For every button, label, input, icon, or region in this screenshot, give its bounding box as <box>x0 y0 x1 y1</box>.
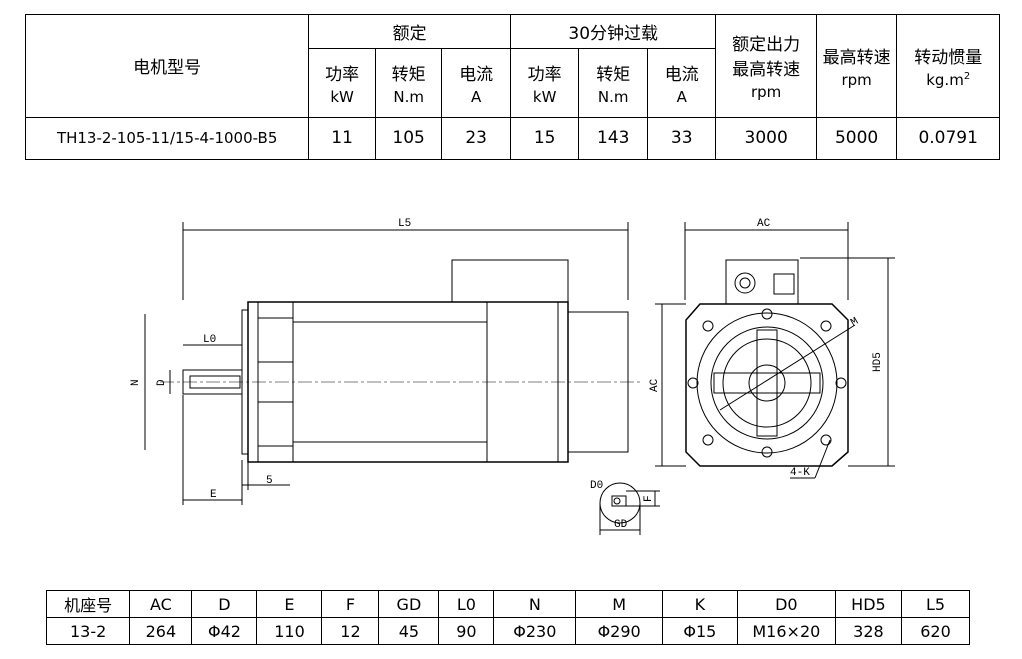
dims-header-cell: L5 <box>900 590 971 618</box>
dims-value-cell: 13-2 <box>45 617 131 645</box>
dims-value-cell: Φ15 <box>662 617 738 645</box>
header-rated: 额定 <box>308 13 511 50</box>
spec-row: TH13-2-105-11/15-4-1000-B5 11 105 23 15 … <box>24 116 1000 161</box>
cell-inertia: 0.0791 <box>896 116 1000 161</box>
dims-value-cell: M16×20 <box>736 617 836 645</box>
label-d0: D0 <box>590 480 603 492</box>
label-e: E <box>210 489 217 501</box>
label-ac-top: AC <box>757 218 771 230</box>
dims-value-cell: 620 <box>900 617 971 645</box>
header-inertia: 转动惯量 kg.m2 <box>896 14 1000 118</box>
header-max-speed: 最高转速 rpm <box>815 14 898 118</box>
cell-rated-current: 23 <box>441 116 511 161</box>
dims-header-cell: GD <box>378 590 440 618</box>
dims-header-cell: F <box>321 590 380 618</box>
dims-value-cell: Φ290 <box>575 617 663 645</box>
dims-header-cell: AC <box>129 590 193 618</box>
label-l5: L5 <box>398 218 411 230</box>
cell-model: TH13-2-105-11/15-4-1000-B5 <box>24 116 310 161</box>
cell-overload-current: 33 <box>646 116 717 161</box>
cell-rated-speed: 3000 <box>715 116 817 161</box>
label-f: F <box>643 495 655 502</box>
label-n: N <box>130 379 142 386</box>
dims-value-cell: Φ230 <box>493 617 577 645</box>
label-m: M <box>849 316 861 330</box>
label-ac-side: AC <box>649 378 661 392</box>
dims-header-cell: E <box>256 590 323 618</box>
dims-value-cell: 90 <box>438 617 495 645</box>
dims-header-cell: N <box>493 590 577 618</box>
label-gd: GD <box>614 519 628 531</box>
dims-value-cell: 45 <box>378 617 440 645</box>
cell-rated-power: 11 <box>308 116 376 161</box>
header-model: 电机型号 <box>24 14 310 118</box>
dims-value-cell: 328 <box>834 617 902 645</box>
label-k: 4-K <box>790 467 810 479</box>
header-rated-output: 额定出力 最高转速 rpm <box>715 14 817 118</box>
dims-value-cell: 110 <box>256 617 323 645</box>
dims-value-cell: 264 <box>129 617 193 645</box>
dims-value-cell: Φ42 <box>191 617 258 645</box>
cell-max-speed: 5000 <box>815 116 898 161</box>
spec-table: 电机型号 额定 30分钟过载 额定出力 最高转速 rpm 最高转速 rpm 转动… <box>24 13 1000 161</box>
dims-value-cell: 12 <box>321 617 380 645</box>
label-l0: L0 <box>203 334 216 346</box>
label-5: 5 <box>266 475 273 487</box>
label-hd5: HD5 <box>872 352 884 372</box>
dims-header-cell: D0 <box>736 590 836 618</box>
dims-header-cell: D <box>191 590 258 618</box>
dims-header-cell: M <box>575 590 663 618</box>
dims-header-cell: 机座号 <box>45 590 131 618</box>
cell-overload-torque: 143 <box>578 116 648 161</box>
cell-rated-torque: 105 <box>374 116 443 161</box>
dims-header-cell: L0 <box>438 590 495 618</box>
label-d: D <box>156 379 168 386</box>
dims-header-cell: K <box>662 590 738 618</box>
dims-header-cell: HD5 <box>834 590 902 618</box>
cell-overload-power: 15 <box>509 116 580 161</box>
